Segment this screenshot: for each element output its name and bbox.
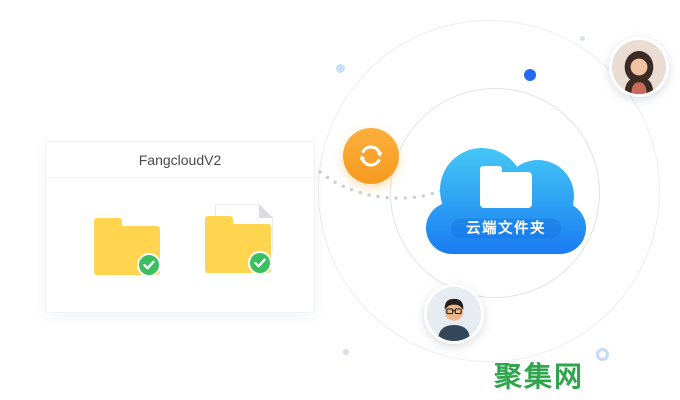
document-sheet-fold: [259, 204, 273, 218]
checkmark-glyph: [143, 260, 155, 270]
cloud-label-band: [451, 218, 561, 239]
check-icon-2: [248, 251, 272, 275]
orbit-dot-ring: [596, 348, 609, 361]
watermark: 聚集网: [494, 361, 585, 392]
orbit-circle-inner: [390, 88, 600, 298]
checkmark-glyph: [254, 258, 266, 268]
avatar-male: [424, 284, 484, 344]
avatar-female: [609, 37, 669, 97]
avatar-male-illustration: [427, 287, 481, 341]
cloud-folder-label: 云端文件夹: [466, 219, 546, 237]
refresh-arrows-glyph: [359, 145, 383, 167]
orbit-dot-blue: [524, 69, 536, 81]
sync-icon: [343, 128, 399, 184]
orbit-dot-lightblue: [336, 64, 345, 73]
fangcloud-card: FangcloudV2: [45, 141, 315, 313]
cloud-folder-icon: [480, 166, 532, 208]
cloud-icon: 云端文件夹: [418, 140, 594, 258]
folder-icon-1: [94, 218, 160, 275]
orbit-circle-outer: [318, 20, 660, 362]
avatar-female-illustration: [612, 40, 666, 94]
check-icon-1: [137, 253, 161, 277]
card-title: FangcloudV2: [46, 142, 314, 178]
orbit-dot-gray-bottom: [343, 349, 349, 355]
orbit-dot-gray-top: [580, 36, 585, 41]
